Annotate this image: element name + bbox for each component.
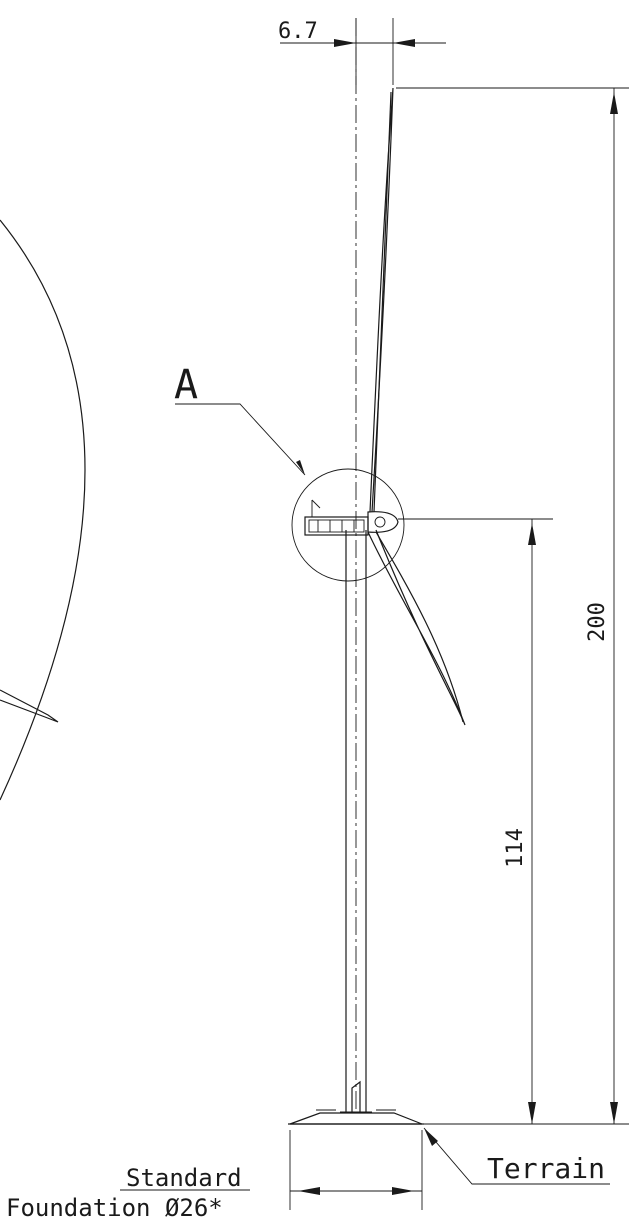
detail-a-callout [175, 403, 405, 582]
tip-height-dimension [396, 87, 629, 1124]
terrain-label: Terrain [487, 1152, 605, 1185]
blade-upper [369, 87, 394, 513]
hub-height-label: 114 [503, 828, 528, 868]
nacelle [304, 499, 369, 536]
foundation-diameter-dimension [120, 1130, 423, 1210]
terrain-line [423, 1123, 629, 1185]
blade-lower [367, 529, 466, 726]
foundation [288, 1109, 424, 1125]
detail-a-label: A [174, 362, 198, 408]
foundation-label-line1: Standard [126, 1164, 242, 1192]
hub [367, 511, 399, 533]
foundation-label-line2: Foundation Ø26* [6, 1194, 223, 1217]
tip-height-label: 200 [585, 602, 610, 642]
hub-offset-dimension [280, 18, 446, 85]
rotor-sweep-arc [0, 219, 86, 801]
hub-offset-label: 6.7 [278, 19, 318, 44]
tower [340, 18, 372, 1113]
hub-height-dimension [398, 518, 553, 1124]
